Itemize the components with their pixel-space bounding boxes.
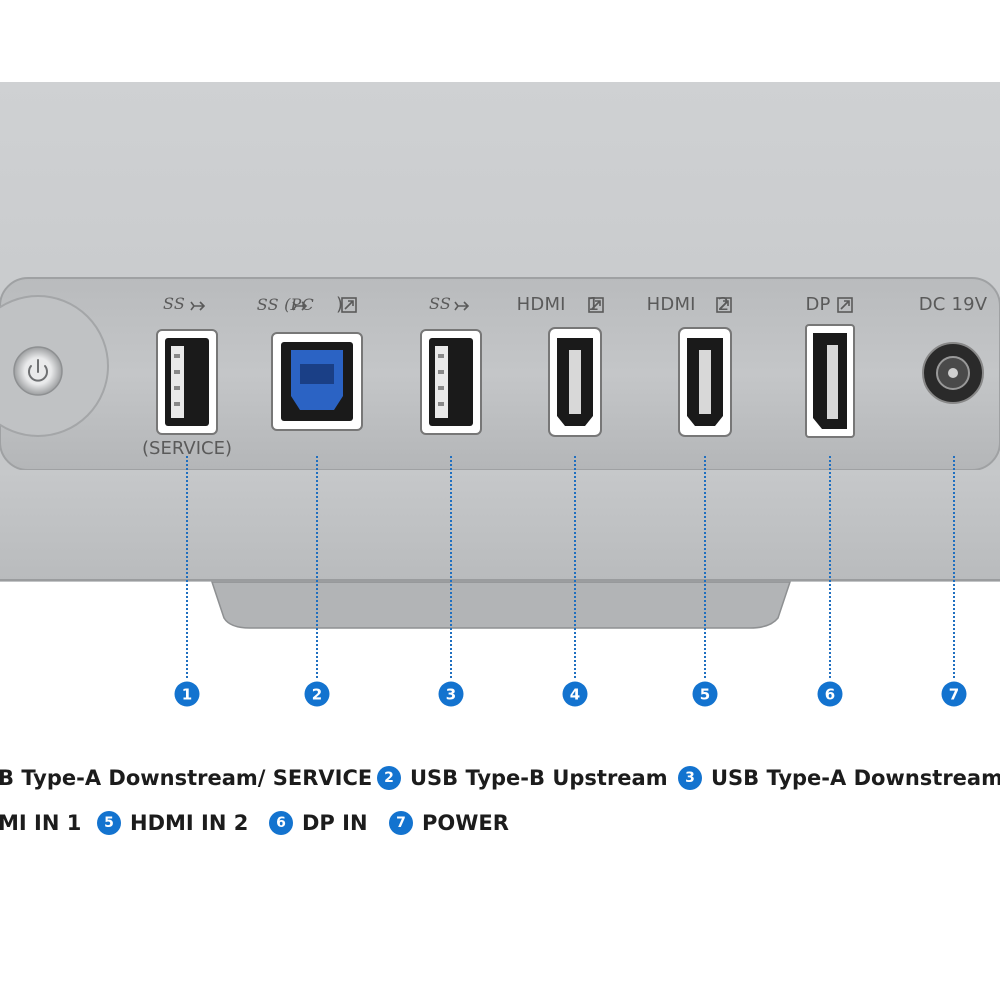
port-5-label: HDMI 2 [647, 294, 730, 315]
legend-item-2-text: USB Type-B Upstream [410, 766, 668, 790]
port-5-label-text: HDMI [646, 294, 696, 315]
displayport-port[interactable] [805, 324, 855, 438]
legend-item-1-text: B Type-A Downstream/ SERVICE [0, 766, 373, 790]
leader-line-6 [829, 456, 831, 678]
legend-badge-5: 5 [97, 811, 121, 835]
port-4-label: HDMI 1 [517, 294, 600, 315]
leader-line-7 [953, 456, 955, 678]
input-arrow-icons [341, 297, 853, 313]
legend-item-7-text: POWER [422, 811, 509, 835]
legend-row-2: MI IN 1 5 HDMI IN 2 6 DP IN 7 POWER [0, 811, 1000, 845]
port-4-label-text: HDMI [516, 294, 566, 315]
port-7-label: DC 19V [918, 294, 988, 315]
legend-item-5: 5 HDMI IN 2 [97, 811, 248, 835]
leader-line-1 [186, 456, 188, 678]
badge-3: 3 [438, 681, 464, 707]
legend-row-1: B Type-A Downstream/ SERVICE 2 USB Type-… [0, 766, 1000, 800]
port-6-label: DP [805, 294, 831, 315]
port-1-label: SS [162, 294, 186, 313]
usb-a-port-3[interactable] [420, 329, 482, 435]
legend-badge-3: 3 [678, 766, 702, 790]
legend-item-2: 2 USB Type-B Upstream [377, 766, 668, 790]
service-label: (SERVICE) [142, 438, 232, 459]
legend-item-4-text: MI IN 1 [0, 811, 82, 835]
legend-badge-2: 2 [377, 766, 401, 790]
usb-symbol-icons [190, 301, 470, 311]
usb-a-port-1[interactable] [156, 329, 218, 435]
power-icon [28, 359, 48, 382]
leader-line-2 [316, 456, 318, 678]
badge-4: 4 [562, 681, 588, 707]
legend-item-3: 3 USB Type-A Downstream [678, 766, 1000, 790]
legend-badge-7: 7 [389, 811, 413, 835]
port-2-label-text: SS (PC [256, 295, 314, 314]
badge-2: 2 [304, 681, 330, 707]
hdmi-port-2[interactable] [678, 327, 732, 437]
port-5-label-num: 2 [717, 294, 730, 315]
dc-power-jack[interactable] [922, 342, 984, 404]
hdmi-port-1[interactable] [548, 327, 602, 437]
stand-neck [210, 581, 792, 629]
port-2-label: SS (PC) [256, 294, 344, 315]
badge-1: 1 [174, 681, 200, 707]
legend-item-5-text: HDMI IN 2 [130, 811, 249, 835]
badge-5: 5 [692, 681, 718, 707]
legend-item-7: 7 POWER [389, 811, 509, 835]
leader-line-3 [450, 456, 452, 678]
legend-badge-6: 6 [269, 811, 293, 835]
usb-b-port[interactable] [271, 332, 363, 431]
port-3-label: SS [428, 294, 452, 313]
port-4-label-num: 1 [587, 294, 600, 315]
legend-item-4: MI IN 1 [0, 811, 81, 835]
leader-line-4 [574, 456, 576, 678]
badge-7: 7 [941, 681, 967, 707]
monitor-lower-lip [0, 470, 1000, 580]
legend-item-3-text: USB Type-A Downstream [711, 766, 1000, 790]
legend-item-6: 6 DP IN [269, 811, 368, 835]
legend-item-6-text: DP IN [302, 811, 368, 835]
leader-line-5 [704, 456, 706, 678]
legend-item-1: B Type-A Downstream/ SERVICE [0, 766, 372, 790]
badge-6: 6 [817, 681, 843, 707]
